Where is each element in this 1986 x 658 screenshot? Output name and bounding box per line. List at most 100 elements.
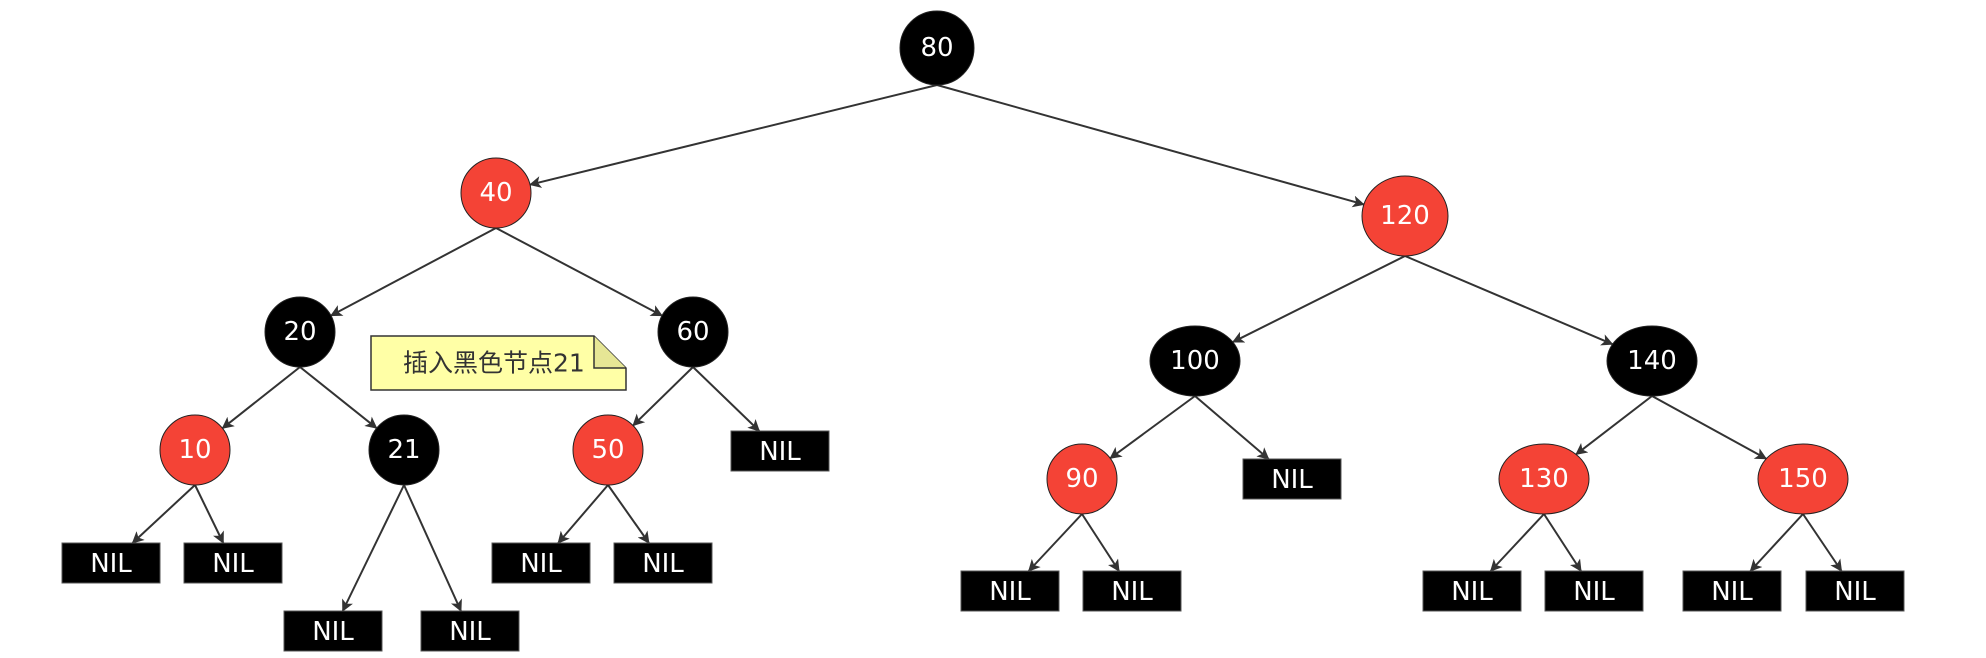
note-text: 插入黑色节点21 — [403, 349, 585, 378]
node-circle — [1606, 325, 1698, 397]
nil-label: NIL — [1451, 577, 1493, 607]
edge-n40-n60 — [495, 227, 663, 317]
note-shape — [370, 335, 627, 391]
edge-n150-nil150a — [1749, 513, 1804, 572]
nil-label: NIL — [1834, 577, 1876, 607]
nil-box — [491, 542, 591, 584]
tree-node-40: 40 — [460, 157, 532, 229]
edge-n90-nil90a — [1027, 513, 1083, 572]
nil-label: NIL — [759, 437, 801, 467]
edge-n10-nil10a — [131, 484, 196, 544]
node-label: 150 — [1778, 464, 1828, 494]
nil-leaf: NIL — [491, 542, 591, 584]
edge-n21-nil21a — [341, 484, 405, 612]
node-circle — [159, 414, 231, 486]
nil-leaf: NIL — [1544, 570, 1644, 612]
nil-box — [1682, 570, 1782, 612]
edge-n140-n150 — [1651, 395, 1768, 460]
nil-leaf: NIL — [613, 542, 713, 584]
nodes-layer: 80 40 120 20 60 10 21 50 100 140 90 130 150 — [159, 10, 1849, 515]
edge-n80-n120 — [936, 84, 1365, 208]
nil-box — [61, 542, 161, 584]
note-fold-corner — [593, 336, 626, 369]
nil-box — [183, 542, 283, 584]
tree-node-150: 150 — [1757, 443, 1849, 515]
edge-n80-n40 — [529, 84, 938, 188]
nil-leaf: NIL — [1242, 458, 1342, 500]
tree-node-80: 80 — [899, 10, 975, 86]
nil-box — [1242, 458, 1342, 500]
tree-node-20: 20 — [264, 296, 336, 368]
node-circle — [899, 10, 975, 86]
nil-leaf: NIL — [730, 430, 830, 472]
nil-leaf: NIL — [283, 610, 383, 652]
edge-n20-n10 — [221, 366, 301, 430]
tree-node-90: 90 — [1046, 443, 1118, 515]
nil-box — [1805, 570, 1905, 612]
nil-box — [1082, 570, 1182, 612]
annotation-note: 插入黑色节点21 — [370, 335, 627, 391]
edge-n60-n50 — [632, 366, 694, 427]
nil-box — [960, 570, 1060, 612]
edges-layer — [131, 84, 1843, 612]
node-circle — [1757, 443, 1849, 515]
node-label: 20 — [283, 317, 316, 347]
edge-n100-n90 — [1109, 395, 1196, 460]
node-circle — [657, 296, 729, 368]
nil-box — [1544, 570, 1644, 612]
nil-leaves-layer: NIL NIL NIL NIL NIL NIL NIL NIL NIL NIL NIL NIL NIL N… — [61, 430, 1905, 652]
edge-n21-nil21b — [403, 484, 462, 612]
node-label: 21 — [387, 435, 420, 465]
node-label: 60 — [676, 317, 709, 347]
nil-label: NIL — [212, 549, 254, 579]
edge-n130-nil130b — [1543, 513, 1582, 572]
tree-node-100: 100 — [1149, 325, 1241, 397]
edge-n10-nil10b — [194, 484, 225, 544]
edge-n120-n140 — [1404, 255, 1614, 346]
node-label: 80 — [920, 33, 953, 63]
node-label: 10 — [178, 435, 211, 465]
node-label: 140 — [1627, 346, 1677, 376]
tree-node-60: 60 — [657, 296, 729, 368]
nil-box — [420, 610, 520, 652]
nil-label: NIL — [312, 617, 354, 647]
edge-n20-n21 — [299, 366, 378, 429]
tree-node-120: 120 — [1361, 175, 1449, 257]
nil-label: NIL — [449, 617, 491, 647]
nil-box — [283, 610, 383, 652]
nil-label: NIL — [520, 549, 562, 579]
nil-label: NIL — [989, 577, 1031, 607]
nil-label: NIL — [1711, 577, 1753, 607]
node-circle — [368, 414, 440, 486]
tree-node-140: 140 — [1606, 325, 1698, 397]
nil-label: NIL — [1271, 465, 1313, 495]
nil-label: NIL — [90, 549, 132, 579]
nil-label: NIL — [642, 549, 684, 579]
nil-leaf: NIL — [420, 610, 520, 652]
edge-n130-nil130a — [1489, 513, 1545, 572]
nil-box — [1422, 570, 1522, 612]
nil-label: NIL — [1111, 577, 1153, 607]
nil-leaf: NIL — [960, 570, 1060, 612]
nil-leaf: NIL — [61, 542, 161, 584]
edge-n90-nil90b — [1081, 513, 1120, 572]
node-circle — [1046, 443, 1118, 515]
nil-leaf: NIL — [1422, 570, 1522, 612]
node-circle — [1149, 325, 1241, 397]
edge-n60-nil60 — [692, 366, 761, 432]
nil-leaf: NIL — [1805, 570, 1905, 612]
node-label: 40 — [479, 178, 512, 208]
node-label: 50 — [591, 435, 624, 465]
nil-leaf: NIL — [1082, 570, 1182, 612]
nil-box — [613, 542, 713, 584]
node-circle — [1361, 175, 1449, 257]
node-label: 120 — [1380, 201, 1430, 231]
node-circle — [460, 157, 532, 229]
tree-node-130: 130 — [1498, 443, 1590, 515]
node-label: 100 — [1170, 346, 1220, 376]
node-label: 90 — [1065, 464, 1098, 494]
edge-n100-nil100 — [1194, 395, 1270, 460]
node-label: 130 — [1519, 464, 1569, 494]
tree-node-50: 50 — [572, 414, 644, 486]
